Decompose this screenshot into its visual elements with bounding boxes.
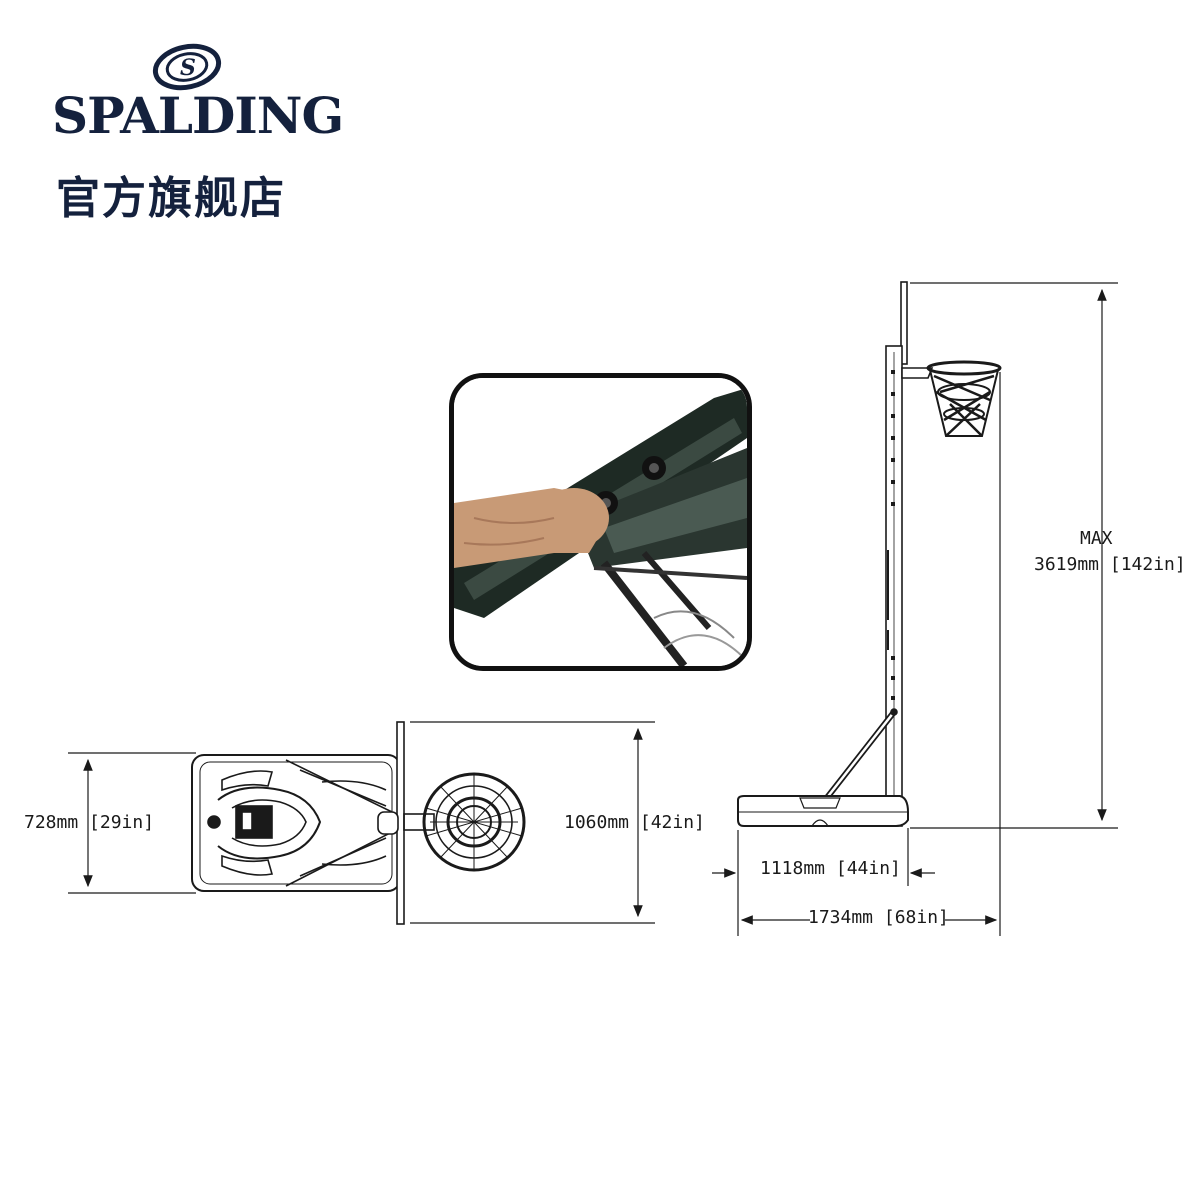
base-length-label: 1118mm [44in]	[760, 858, 901, 879]
total-length-label: 1734mm [68in]	[808, 907, 949, 928]
max-height-prefix: MAX	[1080, 528, 1113, 549]
brand-subtitle: 官方旗舰店	[56, 173, 286, 224]
side-view-dimension-lines	[712, 282, 1118, 936]
inset-photo-frame	[449, 373, 752, 671]
spalding-emblem-icon: S	[152, 43, 222, 91]
side-view	[737, 281, 1002, 827]
brand-block: S SPALDING 官方旗舰店	[52, 42, 344, 224]
knob-adjust-photo	[454, 378, 747, 666]
depth-dimension-label: 1060mm [42in]	[564, 812, 705, 833]
top-view	[191, 721, 526, 925]
top-view-dimension-lines	[68, 721, 655, 924]
brand-name: SPALDING	[52, 86, 344, 145]
svg-text:S: S	[180, 55, 196, 81]
width-dimension-label: 728mm [29in]	[24, 812, 155, 833]
max-height-label: 3619mm [142in]	[1034, 554, 1186, 575]
